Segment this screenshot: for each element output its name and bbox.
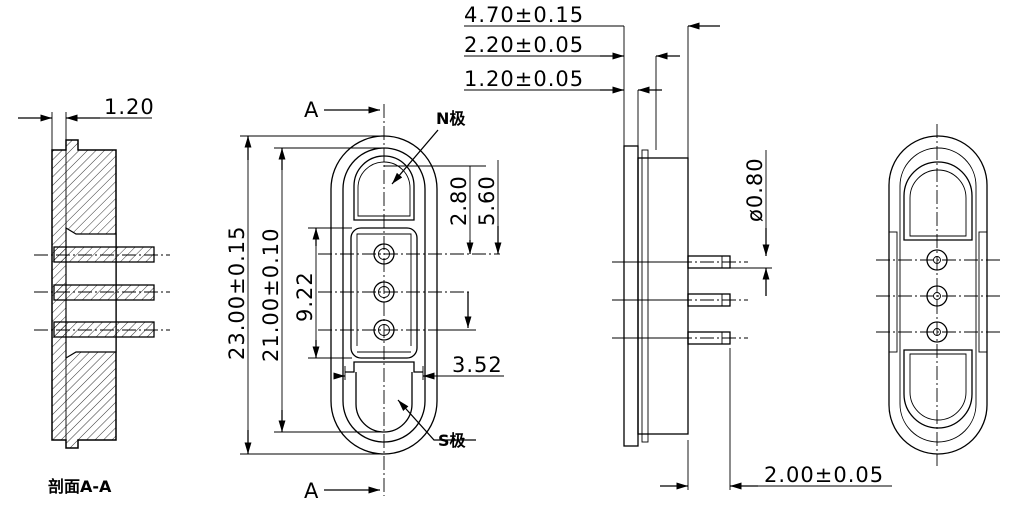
section-title: 剖面A-A <box>48 477 112 496</box>
rear-top-pocket <box>903 161 973 241</box>
section-view: 1.20 剖面A-A <box>18 95 170 496</box>
section-mark-bottom: A <box>304 479 319 503</box>
dim-pin-span: 9.22 <box>293 271 317 322</box>
dim-n-offset: 2.80 <box>447 175 471 226</box>
side-body <box>637 157 689 435</box>
dim-inner-length: 21.00±0.10 <box>259 228 283 362</box>
front-view: A A N极 S极 23.00±0.15 21.00±0.10 9.22 <box>225 98 504 503</box>
dim-pin-pitch: 2.00±0.05 <box>764 463 884 487</box>
dim-section-thickness: 1.20 <box>104 95 155 119</box>
dim-total-length: 23.00±0.15 <box>225 226 249 360</box>
dim-body-thickness: 2.20±0.05 <box>464 33 584 57</box>
rear-inner-outline <box>899 147 977 443</box>
section-pins <box>53 246 155 338</box>
side-view: 4.70±0.15 2.20±0.05 1.20±0.05 ø0.80 2.00… <box>464 3 892 490</box>
rear-outer-outline <box>888 135 988 455</box>
n-pole-label: N极 <box>436 109 466 128</box>
dim-rib-width: 3.52 <box>452 353 503 377</box>
side-flange <box>623 145 639 447</box>
n-pole-pocket <box>353 155 415 221</box>
section-mark-top: A <box>304 98 319 122</box>
dim-pin-length: 4.70±0.15 <box>464 3 584 27</box>
rear-view <box>876 124 1000 466</box>
dim-n-depth: 5.60 <box>475 175 499 226</box>
dim-flange-thickness: 1.20±0.05 <box>464 67 584 91</box>
dim-pin-diameter: ø0.80 <box>743 157 767 222</box>
rear-bottom-pocket <box>903 349 973 429</box>
